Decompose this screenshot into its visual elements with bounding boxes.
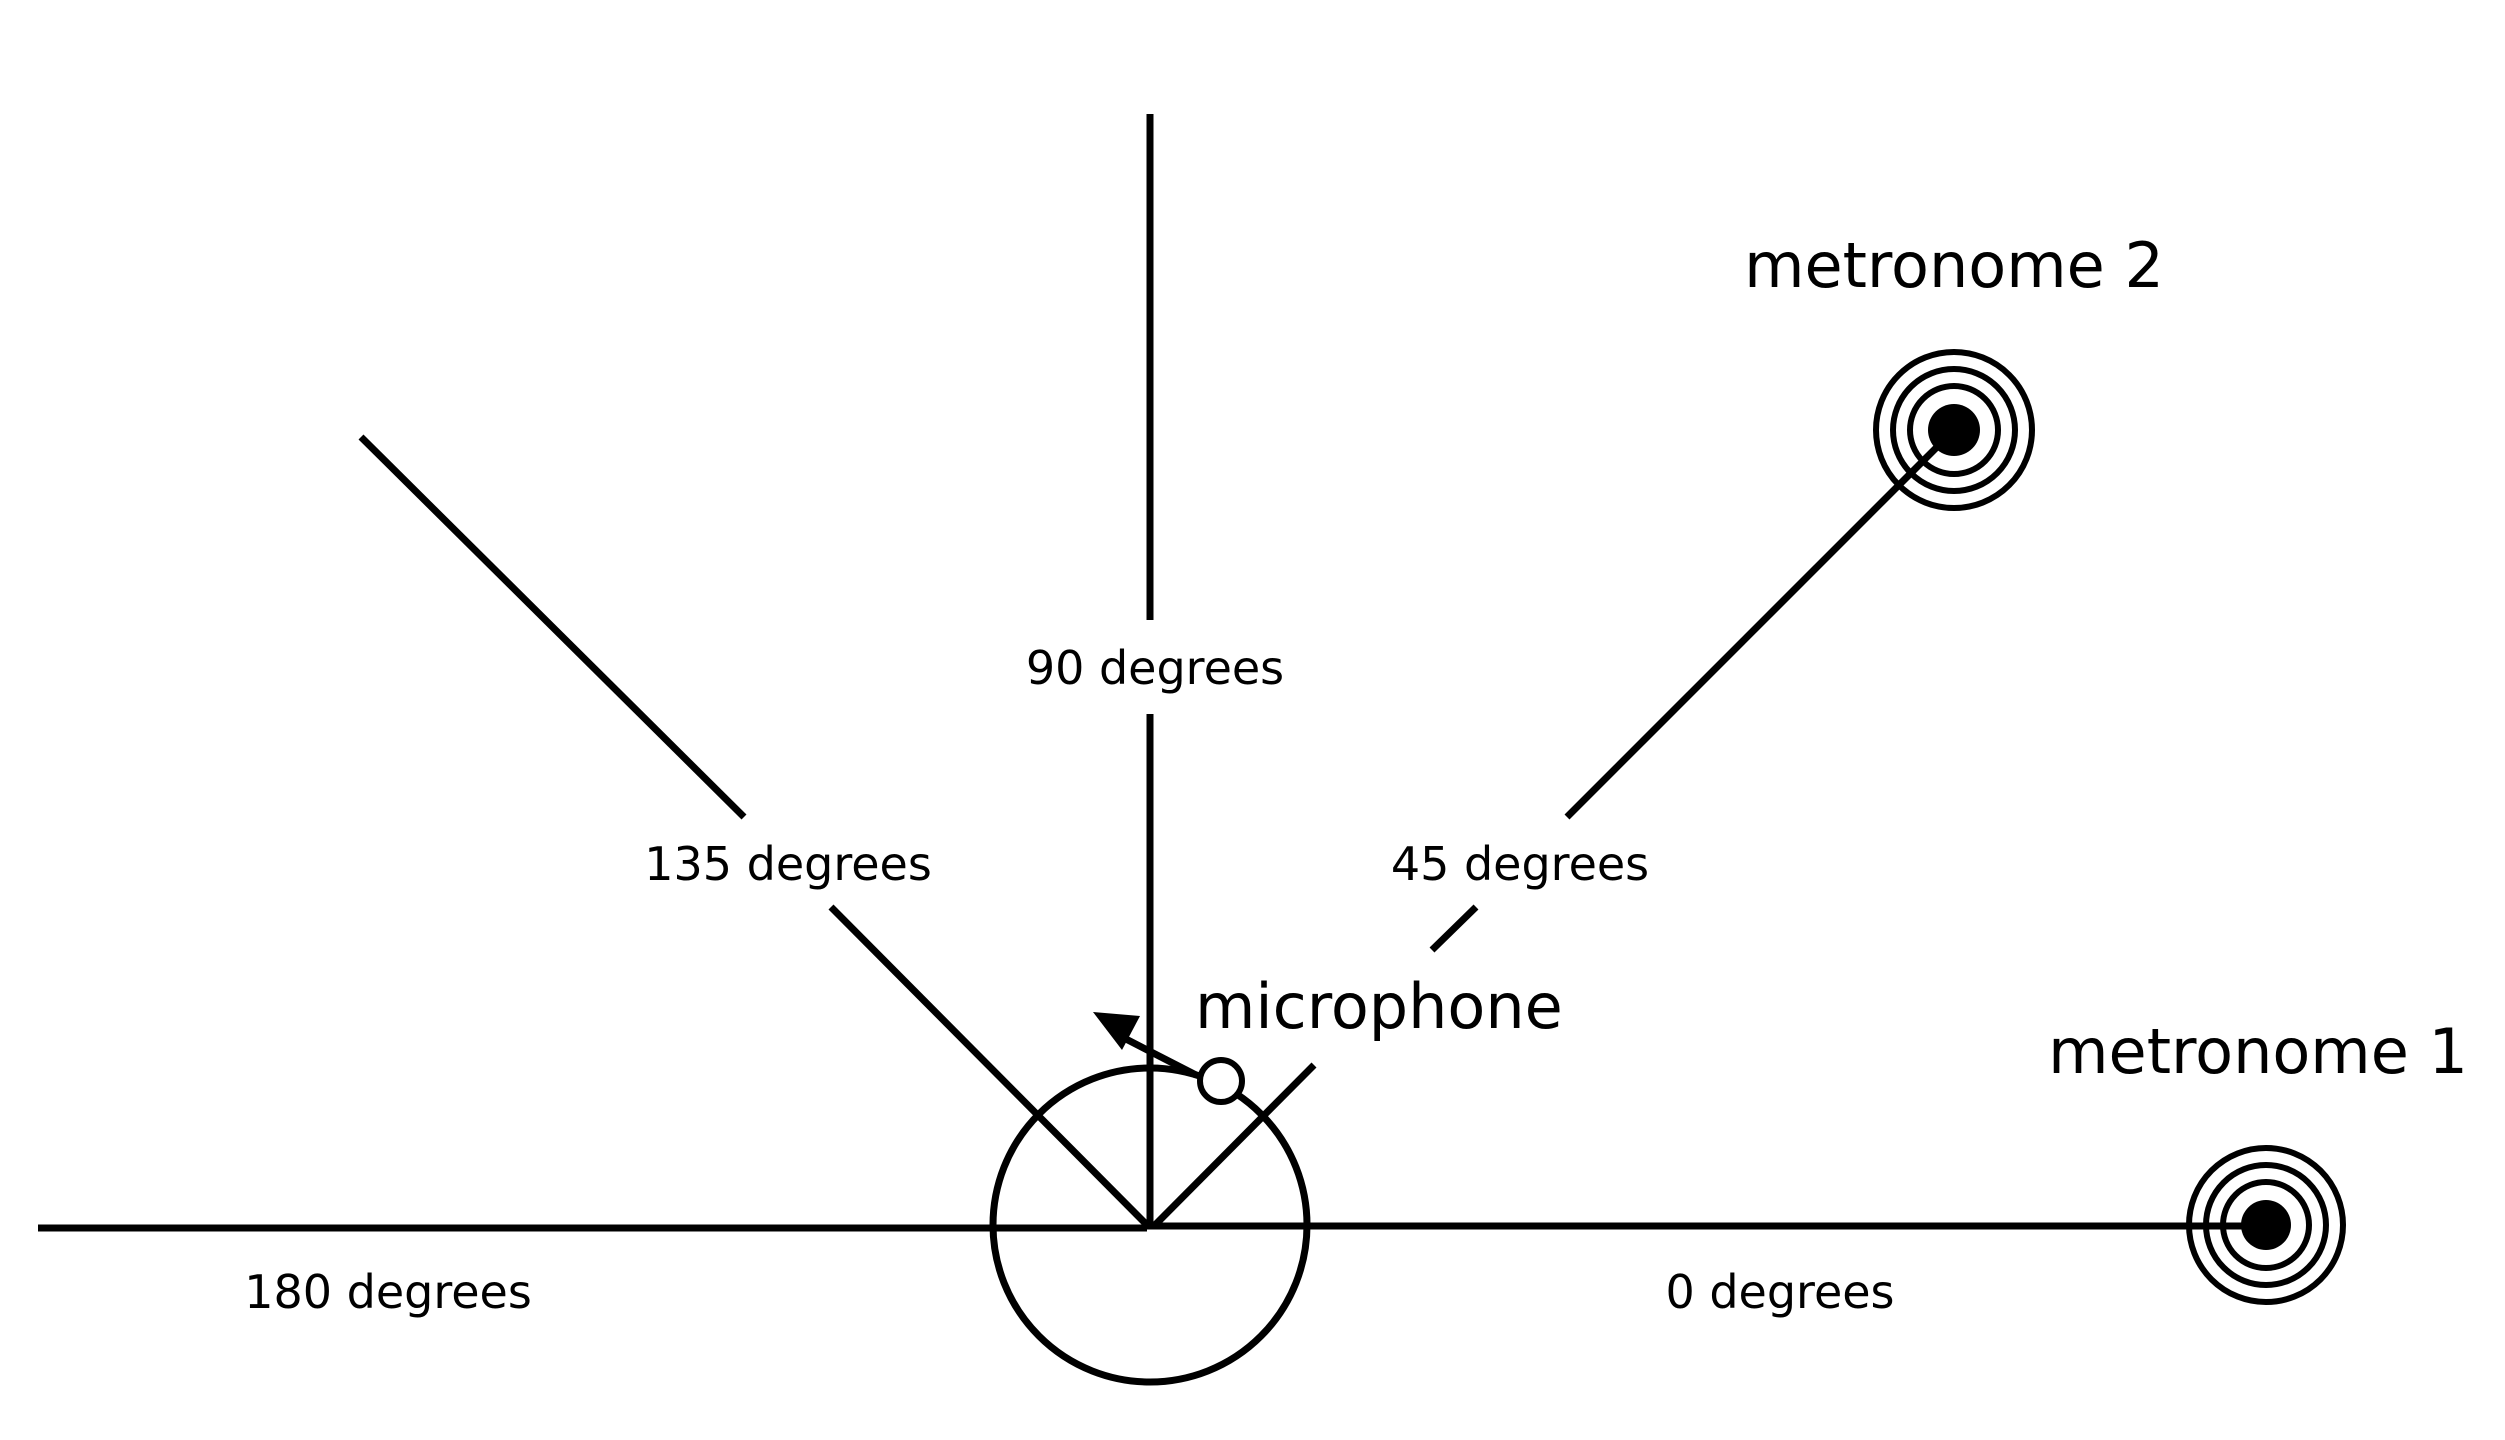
line-135-degrees-lower: [828, 904, 1151, 1229]
label-0-degrees: 0 degrees: [1665, 1265, 1894, 1319]
label-45-degrees: 45 degrees: [1391, 837, 1649, 891]
label-metronome-2: metronome 2: [1744, 229, 2164, 302]
label-microphone: microphone: [1195, 970, 1563, 1043]
line-45-degrees-upper: [1564, 443, 1941, 820]
label-180-degrees: 180 degrees: [244, 1265, 532, 1319]
microphone-circle-icon: [1197, 1057, 1245, 1105]
rotation-circle: [989, 1064, 1311, 1386]
metronome-1-target-icon: [2186, 1145, 2346, 1305]
label-135-degrees: 135 degrees: [644, 837, 932, 891]
metronome-2-target-icon: [1873, 349, 2035, 511]
rotation-arrow-icon: [1093, 1012, 1198, 1079]
line-45-degrees-middle: [1429, 904, 1479, 953]
label-metronome-1: metronome 1: [2048, 1015, 2468, 1088]
line-135-degrees-upper: [358, 434, 747, 820]
label-90-degrees: 90 degrees: [1026, 641, 1284, 695]
line-45-degrees-lower: [1151, 1062, 1317, 1229]
